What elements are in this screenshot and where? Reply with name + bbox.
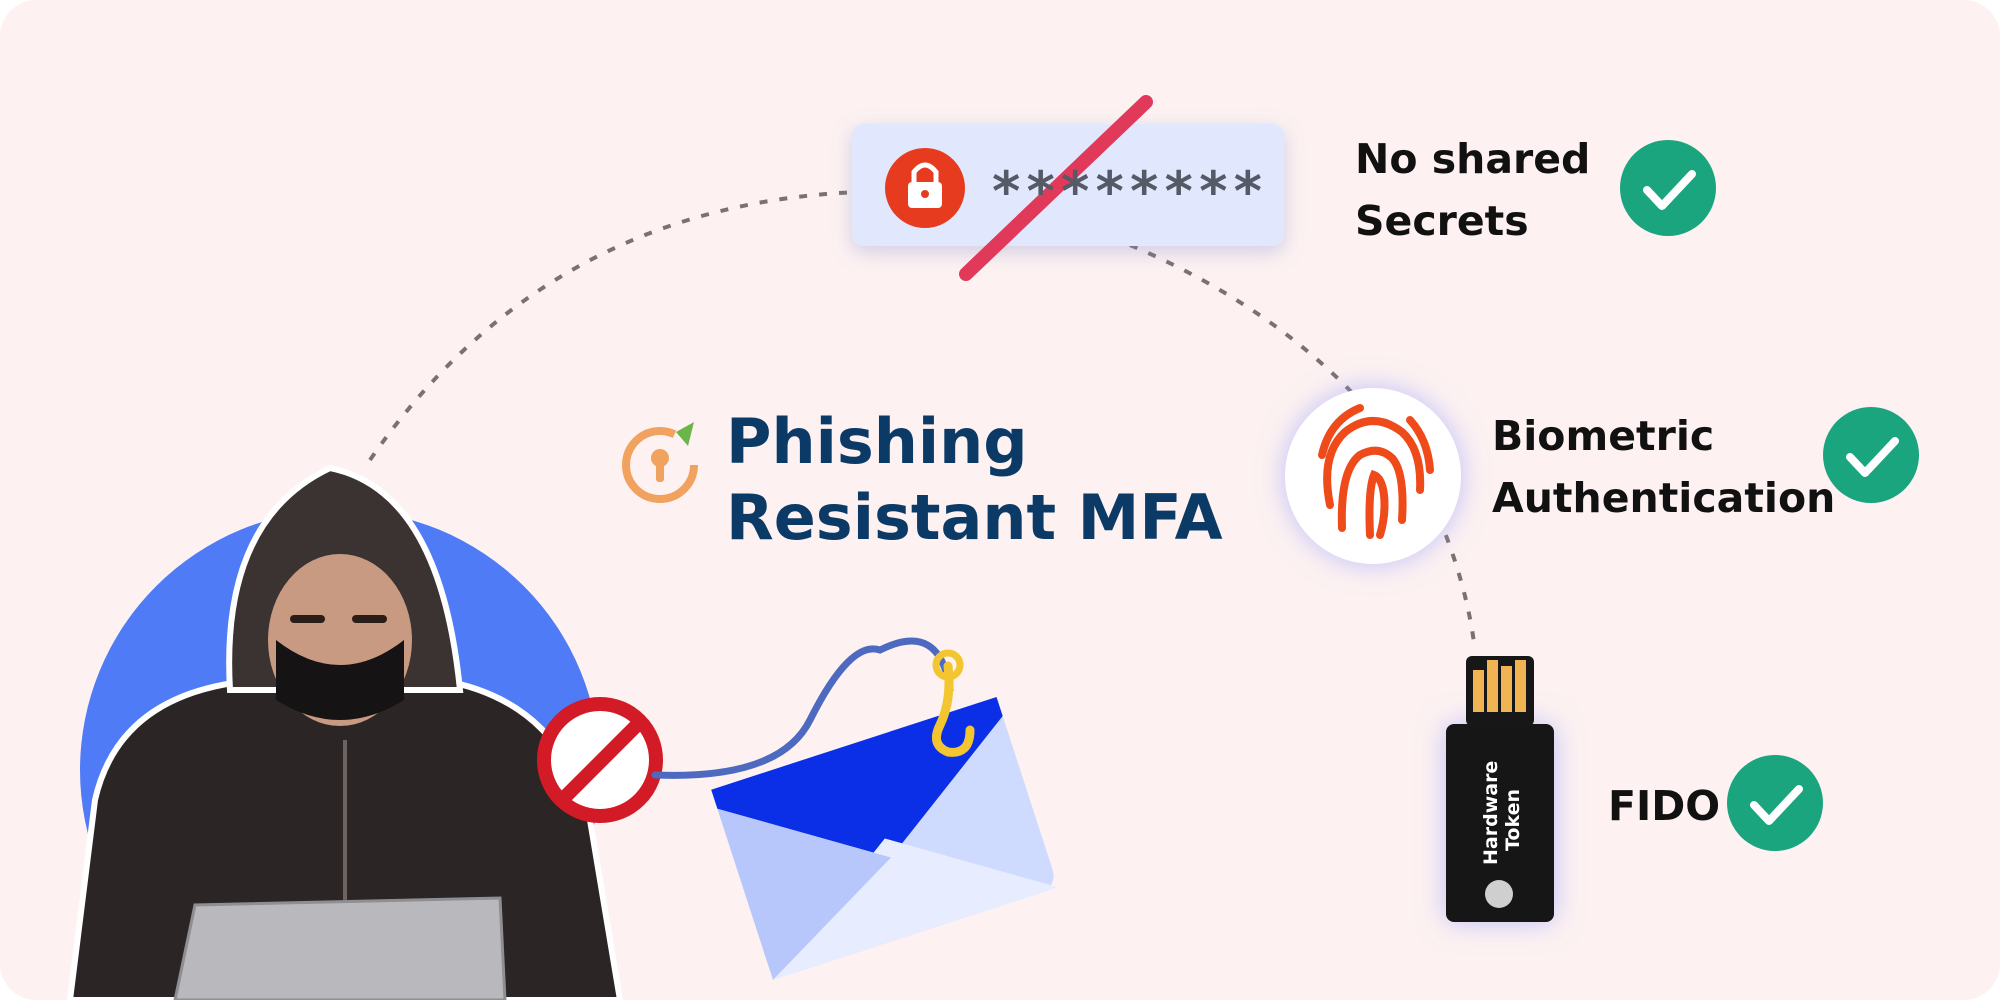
dashed-connector-arc-right [1129,243,1477,651]
hardware-token [1446,724,1554,922]
title-line-1: Phishing [726,405,1028,478]
feature-label-line-1: Biometric [1492,412,1715,460]
feature-biometric-authentication: Biometric Authentication [1492,405,1835,529]
checkmark-icon [1620,140,1716,236]
envelope-with-hook-icon [711,649,1059,980]
masked-password: ******** [990,160,1267,223]
feature-label-line-1: No shared [1355,135,1591,183]
checkmark-icon [1823,407,1919,503]
no-entry-icon [537,697,663,823]
dashed-connector-arc [368,190,861,462]
token-label-line-2: Token [1502,788,1524,852]
feature-label-line-2: Secrets [1355,197,1529,245]
hardware-token-label: Hardware Token [1480,760,1524,865]
token-button [1485,880,1513,908]
token-label-line-1: Hardware [1480,760,1502,865]
feature-no-shared-secrets: No shared Secrets [1355,128,1590,252]
title-line-2: Resistant MFA [726,481,1223,554]
hacker-figure [66,464,624,1000]
page-title: Phishing Resistant MFA [726,404,1223,556]
feature-fido: FIDO [1608,775,1720,837]
strike-through-line [959,95,1153,281]
fishing-line [651,637,954,779]
padlock-icon [885,148,965,228]
usb-connector [1466,656,1534,726]
fingerprint-icon [1318,404,1434,539]
checkmark-icon [1727,755,1823,851]
feature-label-line-1: FIDO [1608,782,1721,830]
feature-label-line-2: Authentication [1492,474,1836,522]
keyhole-shield-icon [622,422,698,503]
